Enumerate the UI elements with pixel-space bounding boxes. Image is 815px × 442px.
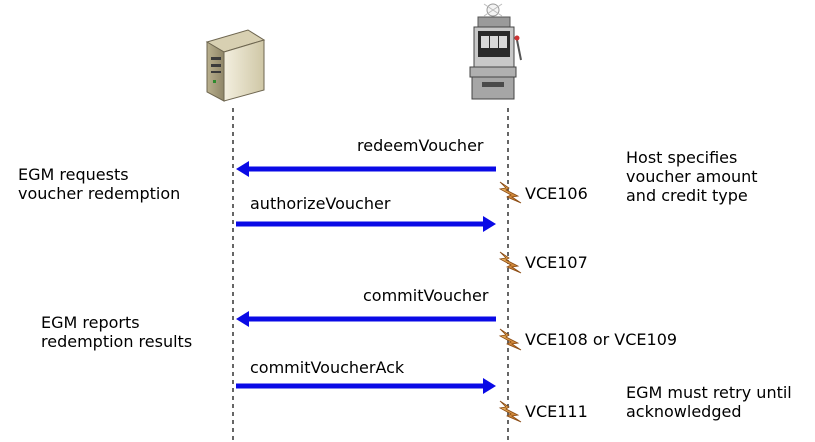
event-label-vce108-vce109: VCE108 or VCE109 <box>525 330 678 349</box>
message-label-redeemVoucher: redeemVoucher <box>357 136 484 155</box>
lightning-bolt-icon <box>498 400 522 423</box>
server-icon <box>205 29 266 102</box>
slot-machine-icon <box>469 3 522 100</box>
lightning-bolt-icon <box>498 181 522 204</box>
message-arrow-commitVoucherAck <box>236 378 496 394</box>
message-arrow-redeemVoucher <box>236 161 496 177</box>
message-label-authorizeVoucher: authorizeVoucher <box>250 194 391 213</box>
note-egm-must-retry: EGM must retry until acknowledged <box>626 383 792 421</box>
lightning-bolt-icon <box>498 328 522 351</box>
message-arrow-authorizeVoucher <box>236 216 496 232</box>
message-label-commitVoucherAck: commitVoucherAck <box>250 358 405 377</box>
note-egm-reports: EGM reports redemption results <box>41 313 193 351</box>
note-host-specifies: Host specifies voucher amount and credit… <box>626 148 758 205</box>
event-label-vce106: VCE106 <box>525 184 588 203</box>
event-label-vce107: VCE107 <box>525 253 588 272</box>
message-arrow-commitVoucher <box>236 311 496 327</box>
message-label-commitVoucher: commitVoucher <box>363 286 489 305</box>
note-egm-requests: EGM requests voucher redemption <box>18 165 181 203</box>
event-label-vce111: VCE111 <box>525 402 588 421</box>
lightning-bolt-icon <box>498 251 522 274</box>
